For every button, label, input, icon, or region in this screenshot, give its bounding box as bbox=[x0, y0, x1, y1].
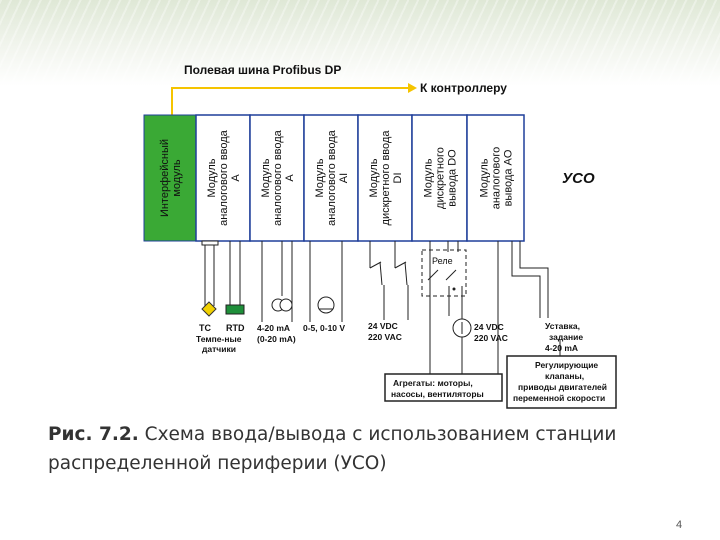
do-power-label-1: 24 VDC bbox=[474, 322, 504, 332]
controller-label: К контроллеру bbox=[420, 81, 507, 95]
module-label-line: аналогового bbox=[491, 147, 503, 210]
module-label-line: AI bbox=[338, 173, 350, 183]
regulators-line-4: переменной скорости bbox=[513, 393, 605, 403]
voltage-ai-label: 0-5, 0-10 V bbox=[303, 323, 345, 333]
slide-decor-stripes bbox=[0, 0, 720, 86]
module-label-line: вывода DO bbox=[447, 149, 459, 207]
module-label-line: дискретного bbox=[435, 147, 447, 209]
module-label-line: аналогового ввода bbox=[218, 129, 230, 225]
module-label-line: A bbox=[284, 174, 296, 182]
caption-label: Рис. 7.2. bbox=[48, 424, 139, 445]
di-power-label-2: 220 VAC bbox=[368, 332, 402, 342]
aggregates-box bbox=[384, 373, 503, 402]
module-label-line: A bbox=[230, 174, 242, 182]
regulators-line-2: клапаны, bbox=[545, 371, 584, 381]
voltage-source-icon bbox=[317, 296, 335, 314]
aggregates-line-2: насосы, вентиляторы bbox=[391, 389, 484, 399]
di-switch-2 bbox=[394, 261, 407, 269]
module-label-line: Модуль bbox=[314, 158, 326, 197]
regulators-line-1: Регулирующие bbox=[535, 360, 598, 370]
wiring bbox=[204, 241, 561, 374]
module-label-line: Интерфейсный bbox=[159, 139, 171, 217]
page-number: 4 bbox=[676, 519, 683, 531]
module-label-line: Модуль bbox=[479, 158, 491, 197]
di-power-label-1: 24 VDC bbox=[368, 321, 398, 331]
tc-sensor-icon bbox=[201, 301, 217, 317]
relay-switch-1 bbox=[427, 269, 439, 281]
regulators-box bbox=[506, 355, 617, 409]
aggregates-line-1: Агрегаты: моторы, bbox=[393, 378, 473, 388]
rtd-sensor-icon bbox=[225, 304, 245, 315]
transducer-icon-b bbox=[279, 298, 293, 312]
module-box bbox=[303, 114, 359, 242]
temp-sensors-label-1: Темпе-ные bbox=[196, 334, 242, 344]
module-box bbox=[357, 114, 413, 242]
module-label-line: модуль bbox=[171, 159, 183, 197]
relay-box bbox=[421, 249, 467, 297]
slide-top-band bbox=[0, 0, 720, 86]
current-ai-label-1: 4-20 mA bbox=[257, 323, 290, 333]
relay-label: Реле bbox=[432, 256, 453, 266]
module-label-line: аналогового ввода bbox=[272, 129, 284, 225]
module-label-line: Модуль bbox=[368, 158, 380, 197]
module-label-line: дискретного ввода bbox=[380, 130, 392, 226]
bus-label: Полевая шина Profibus DP bbox=[184, 63, 341, 77]
figure-caption: Рис. 7.2. Схема ввода/вывода с использов… bbox=[48, 420, 688, 478]
di-switch-1 bbox=[369, 261, 382, 269]
module-label-line: Модуль bbox=[260, 158, 272, 197]
module-box bbox=[143, 114, 197, 242]
module-box bbox=[411, 114, 468, 242]
relay-contact-dot bbox=[452, 287, 456, 291]
setpoint-label-1: Уставка, bbox=[545, 321, 580, 331]
rtd-label: RTD bbox=[226, 323, 245, 333]
module-label-line: Модуль bbox=[206, 158, 218, 197]
current-ai-label-2: (0-20 mA) bbox=[257, 334, 296, 344]
module-label-line: вывода AO bbox=[503, 149, 515, 206]
temp-sensors-label-2: датчики bbox=[202, 344, 236, 354]
setpoint-label-2: задание bbox=[549, 332, 583, 342]
do-power-label-2: 220 VAC bbox=[474, 333, 508, 343]
module-box bbox=[466, 114, 525, 242]
uso-label: УСО bbox=[562, 170, 595, 187]
terminal bbox=[201, 240, 219, 246]
relay-switch-2 bbox=[445, 269, 457, 281]
module-label-line: аналогового ввода bbox=[326, 129, 338, 225]
caption-text: Схема ввода/вывода с использованием стан… bbox=[48, 424, 617, 474]
regulators-line-3: приводы двигателей bbox=[518, 382, 607, 392]
module-label-line: Модуль bbox=[423, 158, 435, 197]
io-diagram: Полевая шина Profibus DP К контроллеру И… bbox=[143, 63, 617, 409]
setpoint-label-3: 4-20 mA bbox=[545, 343, 578, 353]
tc-label: TC bbox=[199, 323, 211, 333]
module-label-line: DI bbox=[392, 173, 404, 184]
profibus-line bbox=[171, 83, 417, 115]
